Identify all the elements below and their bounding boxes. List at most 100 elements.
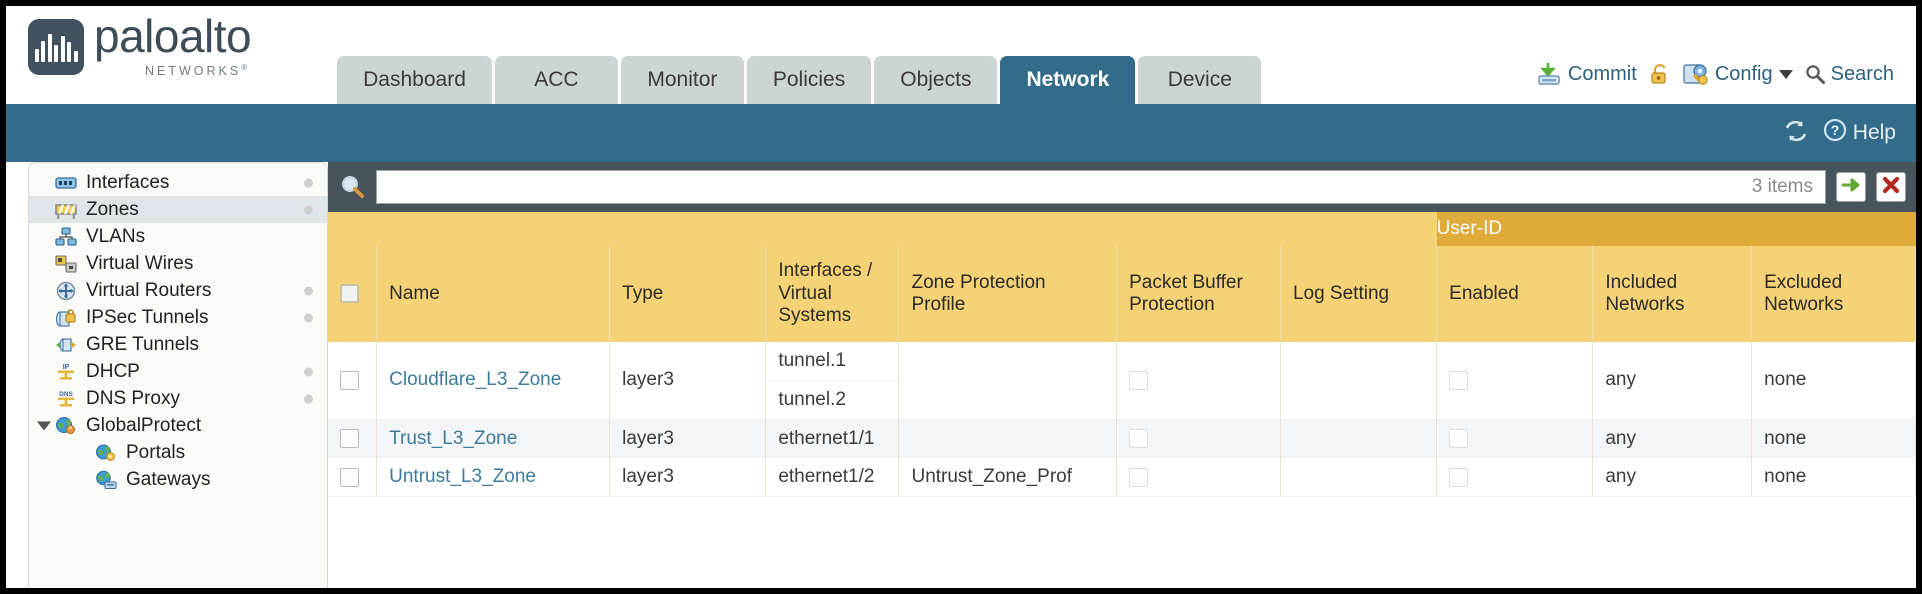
sidebar-item-globalprotect[interactable]: GlobalProtect [29, 412, 327, 439]
zones-table-body: Cloudflare_L3_Zone layer3 tunnel.1 tunne… [328, 342, 1916, 497]
tab-monitor[interactable]: Monitor [620, 55, 744, 104]
sidebar-item-ipsec-tunnels[interactable]: IPSec Tunnels [29, 304, 327, 331]
sidebar-item-label: IPSec Tunnels [86, 306, 209, 328]
cell-packet-buffer-protection[interactable] [1116, 457, 1281, 497]
column-header-enabled[interactable]: Enabled [1436, 246, 1594, 342]
zone-link[interactable]: Cloudflare_L3_Zone [389, 369, 562, 391]
brand-tagline-text: NETWORKS [145, 64, 242, 78]
sidebar-item-gre-tunnels[interactable]: GRE Tunnels [29, 331, 327, 358]
virtual-routers-icon [55, 281, 77, 301]
svg-text:DNS: DNS [59, 391, 73, 398]
column-header-zone-protection-profile[interactable]: Zone Protection Profile [898, 246, 1118, 342]
cell-userid-enabled[interactable] [1436, 457, 1594, 497]
cell-userid-enabled[interactable] [1436, 342, 1594, 420]
search-input[interactable]: 3 items [376, 170, 1826, 204]
userid-enabled-checkbox[interactable] [1449, 370, 1469, 390]
cell-excluded-networks: none [1751, 419, 1916, 459]
brand-tagline: NETWORKS® [145, 63, 250, 78]
sidebar-item-label: Gateways [126, 468, 211, 490]
config-wrench-icon [1683, 62, 1709, 86]
zones-table: User-ID Name Type Interfaces / Virtual S… [328, 212, 1916, 497]
cell-name[interactable]: Untrust_L3_Zone [376, 457, 611, 497]
sidebar-item-vlans[interactable]: VLANs [29, 223, 327, 250]
dhcp-icon: IP [55, 362, 77, 382]
search-magnifier-icon[interactable] [340, 174, 366, 200]
brand-name: paloalto [94, 10, 252, 63]
help-button[interactable]: ? Help [1823, 118, 1896, 148]
tab-dashboard[interactable]: Dashboard [337, 55, 492, 104]
tab-network[interactable]: Network [1000, 55, 1136, 104]
sidebar-item-virtual-routers[interactable]: Virtual Routers [29, 277, 327, 304]
config-menu[interactable]: Config [1683, 62, 1793, 86]
table-row[interactable]: Untrust_L3_Zone layer3 ethernet1/2 Untru… [328, 457, 1916, 497]
interfaces-icon [55, 173, 77, 193]
column-header-name[interactable]: Name [376, 246, 611, 342]
row-select-cell[interactable] [328, 457, 378, 497]
refresh-icon[interactable] [1783, 119, 1809, 148]
zone-link[interactable]: Trust_L3_Zone [389, 427, 518, 449]
sidebar-item-interfaces[interactable]: Interfaces [29, 169, 327, 196]
select-all-header[interactable] [328, 246, 378, 342]
zones-icon [55, 200, 77, 220]
clear-filter-button[interactable] [1876, 172, 1906, 202]
userid-enabled-checkbox[interactable] [1449, 428, 1469, 448]
table-row[interactable]: Trust_L3_Zone layer3 ethernet1/1 any non… [328, 419, 1916, 459]
status-dot [304, 286, 313, 295]
sidebar-item-label: GRE Tunnels [86, 333, 199, 355]
cell-zone-protection-profile [898, 419, 1118, 459]
column-header-interfaces-virtual-systems[interactable]: Interfaces / Virtual Systems [765, 246, 900, 342]
sidebar-item-portals[interactable]: Portals [29, 439, 327, 466]
cell-type: layer3 [609, 419, 767, 459]
column-header-excluded-networks[interactable]: Excluded Networks [1751, 246, 1916, 342]
column-header-packet-buffer-protection[interactable]: Packet Buffer Protection [1116, 246, 1281, 342]
zones-panel: 3 items [328, 162, 1916, 588]
row-select-cell[interactable] [328, 419, 378, 459]
packet-buffer-protection-checkbox[interactable] [1129, 370, 1149, 390]
row-checkbox[interactable] [340, 467, 359, 487]
items-count-label: 3 items [1751, 176, 1813, 197]
cell-userid-enabled[interactable] [1436, 419, 1594, 459]
select-all-checkbox[interactable] [340, 284, 359, 304]
expand-triangle-icon[interactable] [37, 421, 51, 430]
sidebar-item-zones[interactable]: Zones [29, 196, 327, 223]
tab-acc[interactable]: ACC [494, 55, 618, 104]
sidebar-item-label: Interfaces [86, 171, 170, 193]
help-label: Help [1852, 121, 1896, 144]
cell-packet-buffer-protection[interactable] [1116, 342, 1281, 420]
row-checkbox[interactable] [340, 370, 359, 390]
apply-filter-button[interactable] [1836, 172, 1866, 202]
group-header-blank [328, 212, 1437, 246]
cell-name[interactable]: Cloudflare_L3_Zone [376, 342, 611, 420]
top-action-bar: Commit [1536, 62, 1916, 104]
cell-name[interactable]: Trust_L3_Zone [376, 419, 611, 459]
column-header-log-setting[interactable]: Log Setting [1280, 246, 1438, 342]
search-label: Search [1830, 62, 1894, 85]
cell-included-networks: any [1592, 457, 1753, 497]
sidebar-item-gateways[interactable]: Gateways [29, 466, 327, 493]
sidebar-item-dns-proxy[interactable]: DNS DNS Proxy [29, 385, 327, 412]
row-select-cell[interactable] [328, 342, 378, 420]
padlock-icon[interactable] [1649, 62, 1671, 86]
cell-packet-buffer-protection[interactable] [1116, 419, 1281, 459]
column-header-type[interactable]: Type [609, 246, 767, 342]
sidebar-item-dhcp[interactable]: IP DHCP [29, 358, 327, 385]
status-dot [304, 313, 313, 322]
table-row[interactable]: Cloudflare_L3_Zone layer3 tunnel.1 tunne… [328, 342, 1916, 420]
tab-device[interactable]: Device [1138, 55, 1262, 104]
packet-buffer-protection-checkbox[interactable] [1129, 467, 1149, 487]
search-button[interactable]: Search [1805, 63, 1894, 86]
userid-enabled-checkbox[interactable] [1449, 467, 1469, 487]
commit-button[interactable]: Commit [1536, 62, 1637, 86]
zone-link[interactable]: Untrust_L3_Zone [389, 466, 536, 488]
packet-buffer-protection-checkbox[interactable] [1129, 428, 1149, 448]
sidebar-item-virtual-wires[interactable]: Virtual Wires [29, 250, 327, 277]
tab-policies[interactable]: Policies [746, 55, 872, 104]
row-checkbox[interactable] [340, 428, 359, 448]
config-label: Config [1714, 62, 1773, 85]
cell-interfaces: tunnel.1 tunnel.2 [765, 342, 900, 420]
cell-excluded-networks: none [1751, 457, 1916, 497]
commit-label: Commit [1567, 62, 1637, 85]
column-header-included-networks[interactable]: Included Networks [1592, 246, 1753, 342]
tab-objects[interactable]: Objects [874, 55, 998, 104]
